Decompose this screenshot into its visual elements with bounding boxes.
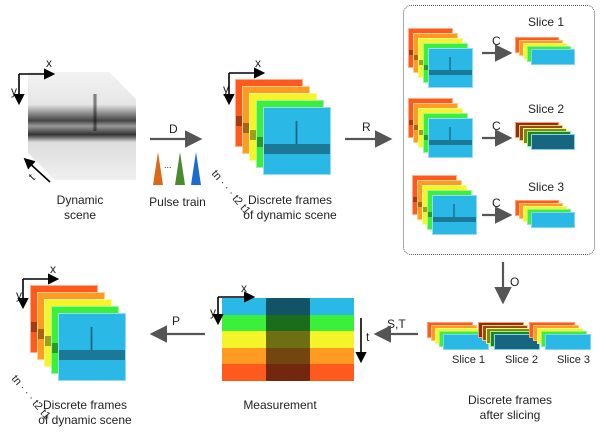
- d-arrow-label: D: [169, 122, 178, 136]
- measurement-cell: [266, 364, 310, 381]
- pulse-dots: ...: [164, 160, 172, 170]
- measurement-cell: [266, 314, 310, 331]
- measurement-cell: [266, 298, 310, 315]
- slicing-box: [403, 5, 595, 255]
- c-arrow-label: C: [492, 196, 501, 210]
- frame: [428, 48, 473, 88]
- pulse-train-label: Pulse train: [149, 195, 206, 209]
- dynamic-scene-label: Dynamic scene: [55, 193, 105, 223]
- slice-frame: [531, 49, 575, 65]
- pulse-green: [175, 152, 185, 185]
- dynamic-scene-volume: [28, 72, 136, 180]
- pulse-orange: [153, 152, 163, 185]
- label-line: Dynamic: [56, 193, 104, 207]
- r-arrow-label: R: [362, 120, 371, 134]
- label-line: after slicing: [479, 408, 541, 422]
- measurement-cell: [222, 314, 266, 331]
- axis-t-label: t: [366, 330, 370, 344]
- st-arrow-label: S,T: [387, 317, 406, 331]
- slice-label: Slice 2: [528, 102, 565, 116]
- measurement-cell: [310, 364, 354, 381]
- measurement-cell: [310, 314, 354, 331]
- measurement-label: Measurement: [243, 398, 317, 412]
- axis-y-label: y: [16, 288, 22, 302]
- label-line: of dynamic scene: [243, 208, 337, 222]
- slice-label: Slice 2: [505, 354, 539, 366]
- c-arrow-label: C: [492, 34, 501, 48]
- axis-y-label: y: [210, 305, 216, 319]
- axis-x-label: x: [255, 56, 261, 70]
- slice-frame: [531, 134, 575, 150]
- axis-x-label: x: [241, 281, 247, 295]
- frame: [432, 195, 477, 235]
- measurement-cell: [266, 331, 310, 348]
- measurement-cell: [222, 347, 266, 364]
- frame: [428, 118, 473, 158]
- slice-label: Slice 1: [528, 15, 565, 29]
- slice-frame: [531, 212, 575, 228]
- slice-label: Slice 3: [528, 180, 565, 194]
- slice-label: Slice 1: [452, 354, 486, 366]
- axis-y-label: y: [223, 82, 229, 96]
- label-line: Discrete frames: [42, 398, 128, 412]
- measurement-cell: [266, 347, 310, 364]
- slice-frame: [545, 334, 591, 350]
- label-line: of dynamic scene: [38, 413, 132, 427]
- c-arrow-label: C: [492, 119, 501, 133]
- slice-label: Slice 3: [557, 354, 591, 366]
- measurement-cell: [310, 331, 354, 348]
- axis-x-label: x: [50, 262, 56, 276]
- pulse-blue: [191, 152, 201, 185]
- measurement-cell: [310, 298, 354, 315]
- reconstructed-frames-label: Discrete frames of dynamic scene: [30, 398, 140, 428]
- label-line: Discrete frames: [247, 193, 333, 207]
- axis-y-label: y: [11, 84, 17, 98]
- frame: [263, 107, 331, 175]
- measurement-cell: [310, 347, 354, 364]
- after-slicing-label: Discrete frames after slicing: [455, 393, 565, 423]
- label-line: Discrete frames: [467, 393, 553, 407]
- label-line: scene: [63, 208, 97, 222]
- o-arrow-label: O: [510, 275, 520, 289]
- axis-t-arrow: [23, 157, 51, 183]
- frame: [58, 313, 126, 381]
- measurement-cell: [222, 331, 266, 348]
- discrete-frames-label: Discrete frames of dynamic scene: [235, 193, 345, 223]
- measurement-cell: [222, 364, 266, 381]
- axis-x-label: x: [46, 56, 52, 70]
- p-arrow-label: P: [172, 314, 181, 328]
